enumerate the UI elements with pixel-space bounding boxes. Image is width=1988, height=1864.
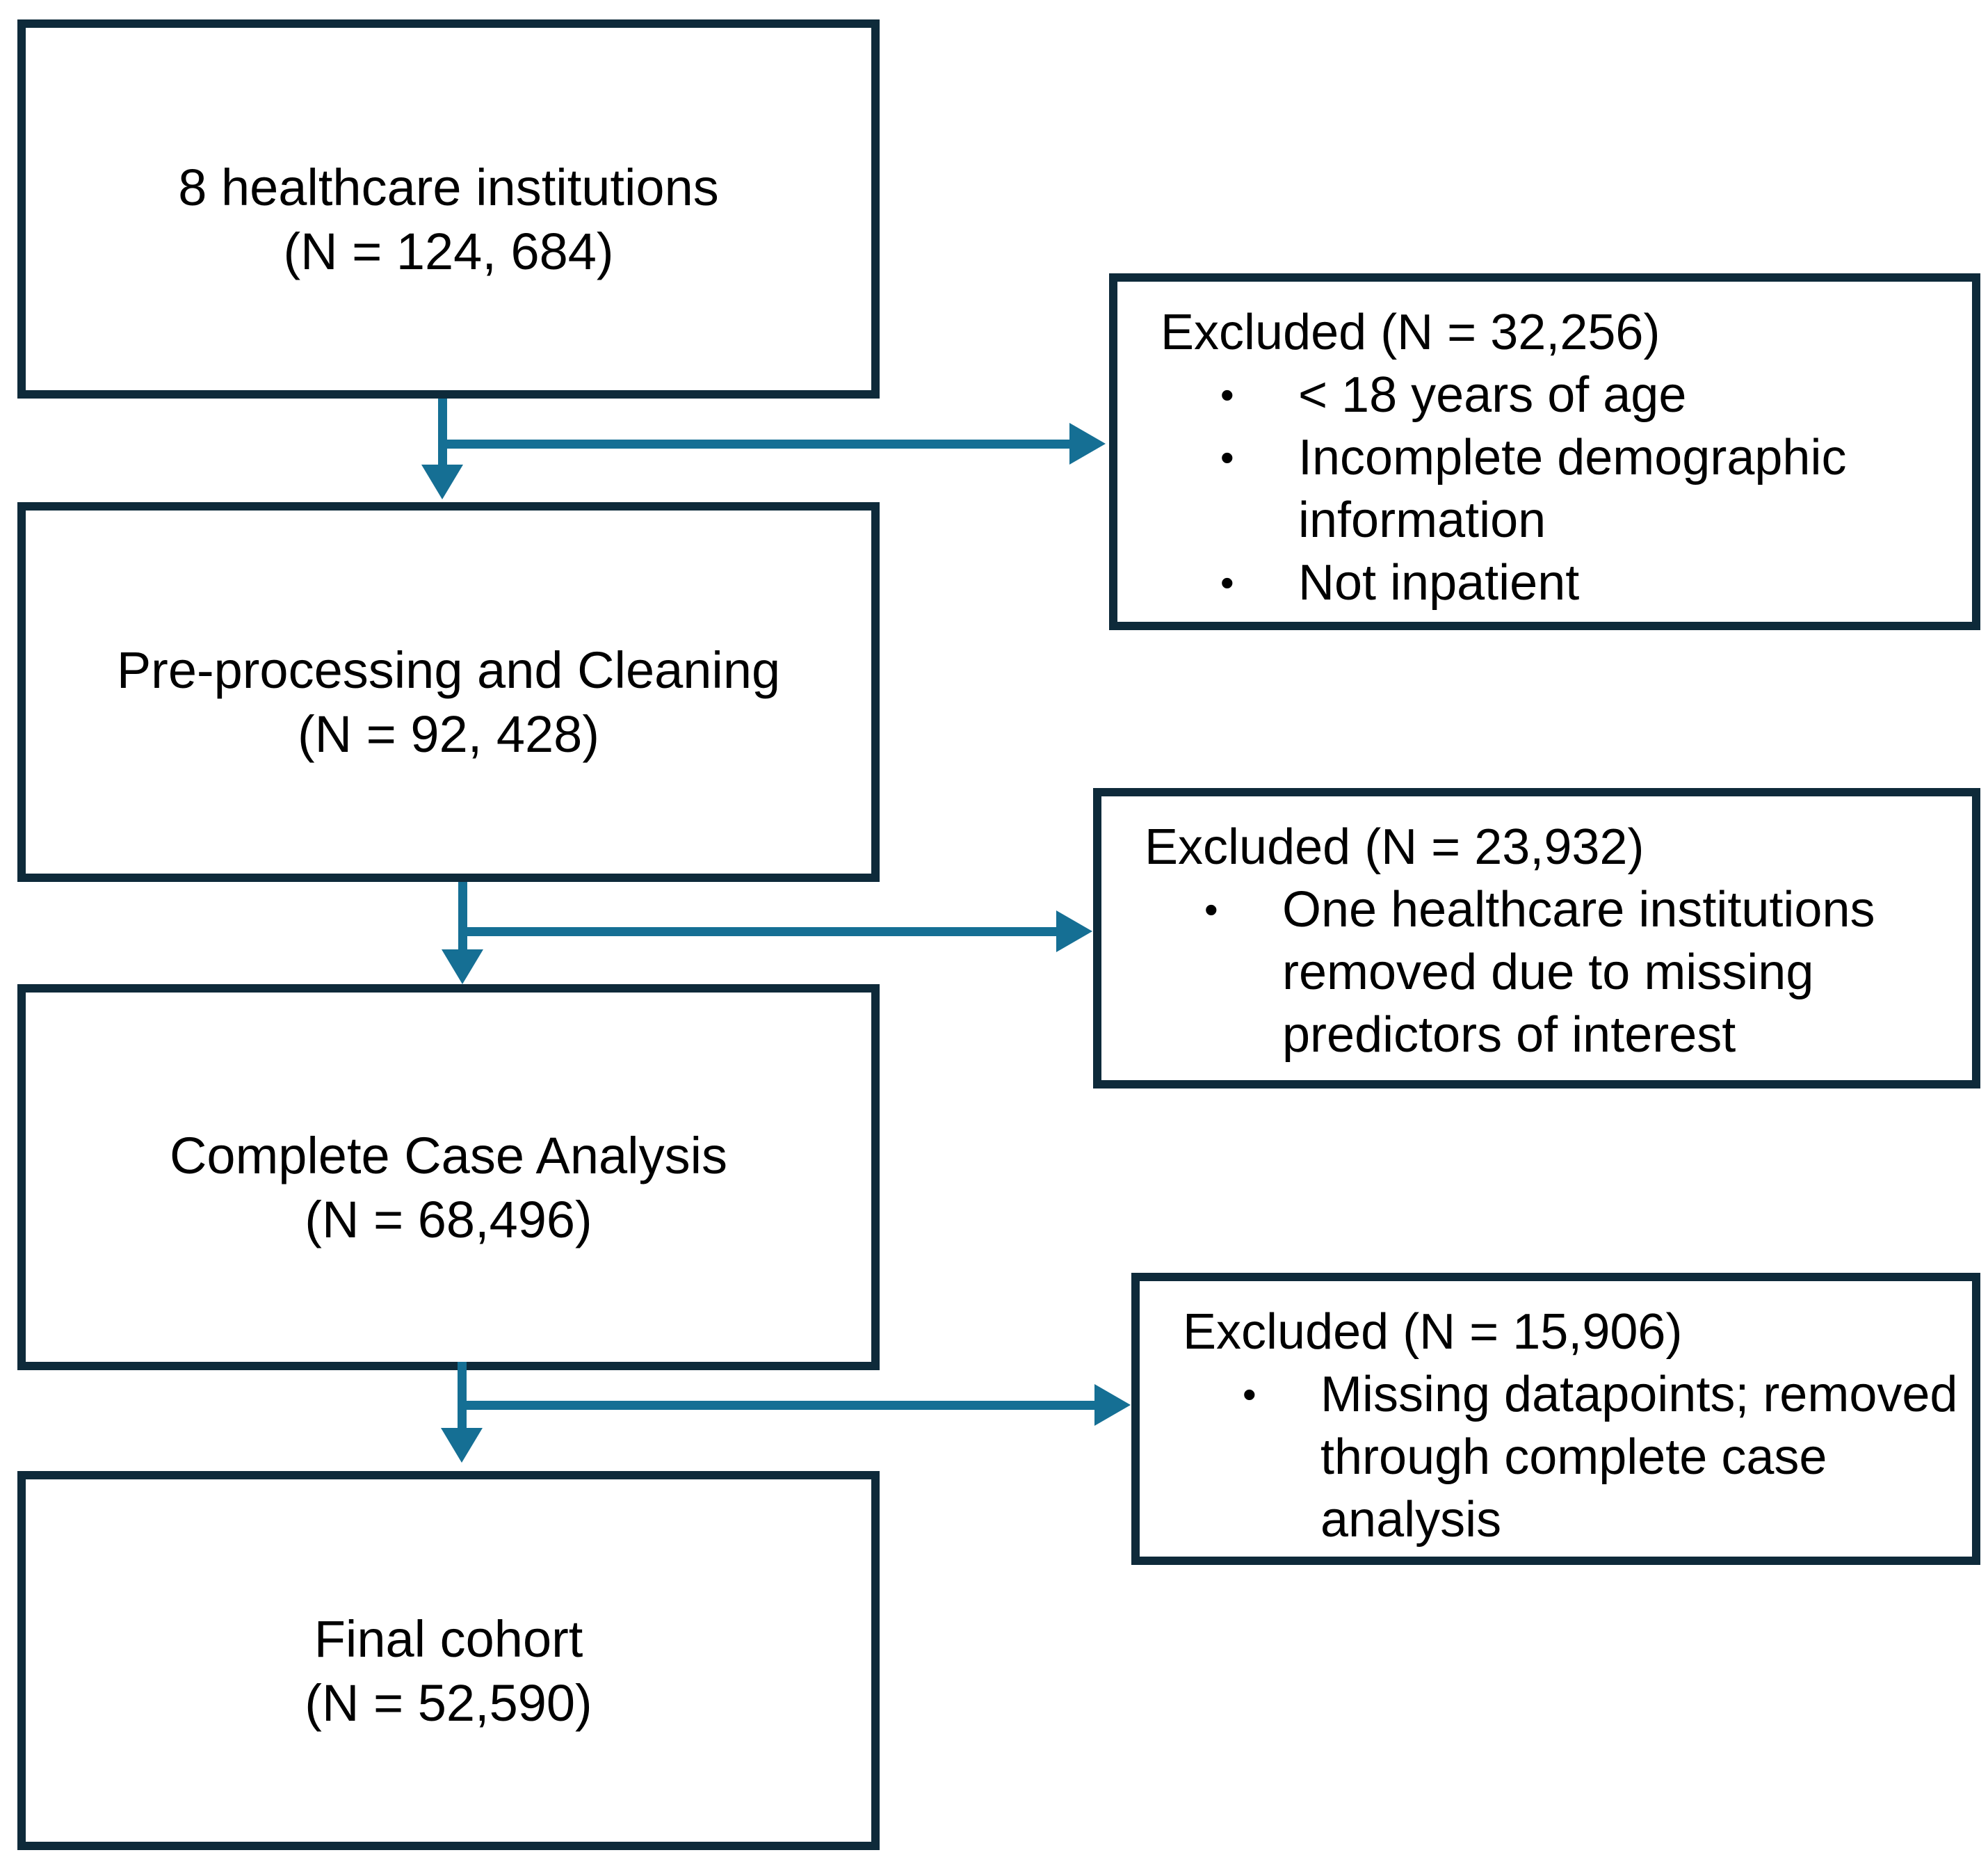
flow-box-preprocessing-cleaning: Pre-processing and Cleaning (N = 92, 428…	[17, 502, 880, 882]
flow-box-count: (N = 52,590)	[305, 1673, 592, 1732]
flow-box-final-cohort: Final cohort (N = 52,590)	[17, 1471, 880, 1850]
flow-box-count: (N = 92, 428)	[298, 705, 599, 763]
arrow-box1-to-box2-shaft	[438, 399, 447, 469]
exclusion-box-content: Excluded (N = 32,256) • < 18 years of ag…	[1117, 282, 1972, 614]
exclusion-header: Excluded (N = 15,906)	[1183, 1304, 1683, 1360]
exclusion-box-3: Excluded (N = 15,906) • Missing datapoin…	[1131, 1273, 1980, 1565]
arrow-branch-to-exclusion3-shaft	[458, 1401, 1094, 1410]
flow-box-count: (N = 68,496)	[305, 1190, 592, 1248]
bullet-dot-icon: •	[1220, 373, 1234, 417]
flow-box-complete-case-analysis: Complete Case Analysis (N = 68,496)	[17, 984, 880, 1370]
bullet-dot-icon: •	[1220, 561, 1234, 604]
exclusion-box-1: Excluded (N = 32,256) • < 18 years of ag…	[1109, 273, 1980, 630]
exclusion-bullet-list: • < 18 years of age • Incomplete demogra…	[1161, 364, 1962, 614]
flow-box-title: 8 healthcare institutions	[178, 158, 719, 216]
right-arrowhead-icon	[1094, 1384, 1131, 1426]
down-arrowhead-icon	[421, 465, 463, 499]
bullet-dot-icon: •	[1204, 887, 1218, 931]
exclusion-box-content: Excluded (N = 23,932) • One healthcare i…	[1101, 796, 1972, 1066]
arrow-box2-to-box3-shaft	[458, 882, 467, 953]
exclusion-box-2: Excluded (N = 23,932) • One healthcare i…	[1093, 788, 1980, 1088]
flow-box-count: (N = 124, 684)	[283, 222, 614, 280]
right-arrowhead-icon	[1069, 423, 1106, 465]
exclusion-bullet-list: • One healthcare institutions removed du…	[1145, 878, 1962, 1066]
exclusion-bullet: • < 18 years of age	[1220, 364, 1962, 426]
exclusion-bullet-list: • Missing datapoints; removed through co…	[1183, 1363, 1962, 1551]
arrow-box3-to-box4-shaft	[458, 1362, 467, 1431]
arrow-branch-to-exclusion1-shaft	[438, 440, 1069, 449]
flow-box-healthcare-institutions: 8 healthcare institutions (N = 124, 684)	[17, 19, 880, 399]
bullet-dot-icon: •	[1220, 435, 1234, 479]
flow-box-title: Final cohort	[314, 1609, 583, 1668]
exclusion-bullet-text: One healthcare institutions removed due …	[1282, 882, 1875, 1063]
down-arrowhead-icon	[441, 1428, 483, 1463]
exclusion-box-content: Excluded (N = 15,906) • Missing datapoin…	[1140, 1281, 1972, 1551]
exclusion-bullet-text: < 18 years of age	[1298, 367, 1687, 423]
exclusion-header: Excluded (N = 23,932)	[1145, 819, 1644, 875]
exclusion-bullet: • Not inpatient	[1220, 552, 1962, 614]
flow-box-title: Pre-processing and Cleaning	[116, 641, 781, 699]
exclusion-header: Excluded (N = 32,256)	[1161, 305, 1660, 360]
exclusion-bullet: • One healthcare institutions removed du…	[1204, 878, 1962, 1066]
right-arrowhead-icon	[1056, 910, 1092, 952]
exclusion-bullet: • Missing datapoints; removed through co…	[1243, 1363, 1962, 1551]
exclusion-bullet-text: Missing datapoints; removed through comp…	[1320, 1367, 1958, 1548]
exclusion-bullet-text: Incomplete demographic information	[1298, 430, 1847, 548]
down-arrowhead-icon	[442, 949, 483, 984]
exclusion-bullet: • Incomplete demographic information	[1220, 426, 1962, 552]
flow-box-title: Complete Case Analysis	[169, 1126, 728, 1184]
bullet-dot-icon: •	[1243, 1372, 1256, 1416]
arrow-branch-to-exclusion2-shaft	[458, 927, 1056, 936]
exclusion-bullet-text: Not inpatient	[1298, 555, 1580, 611]
